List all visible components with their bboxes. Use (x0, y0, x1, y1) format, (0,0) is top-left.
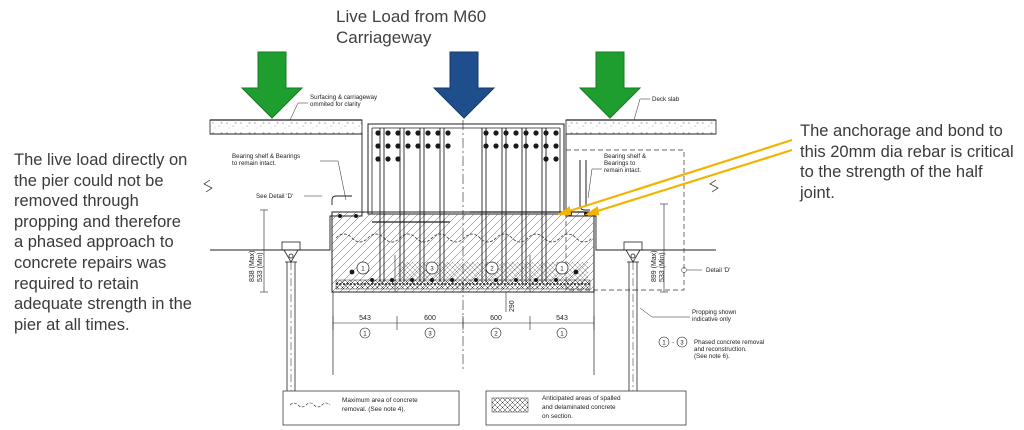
rebar-callout-lines (556, 138, 793, 216)
blue-arrow-center-icon (432, 51, 496, 119)
legend-right-1: Anticipated areas of spalled (542, 395, 621, 402)
green-arrow-right-icon (578, 51, 642, 119)
phased-circle-b: 3 (680, 340, 684, 347)
bearing-right-2: Bearings to (604, 160, 636, 167)
dim-left-min: 533 (Min) (257, 252, 264, 282)
legend-right-3: on section. (542, 413, 573, 420)
surfacing-note-2: ommited for clarity (310, 101, 361, 108)
phased-circle-a: 1 (662, 340, 666, 347)
detail-right-label: Detail 'D' (706, 267, 730, 274)
section-phase-labels: 1 3 2 1 (356, 261, 569, 275)
dim-right-max: 899 (Max) (651, 250, 658, 282)
bottom-dim-1: 543 (359, 315, 371, 322)
phased-note-1: Phased concrete removal (694, 339, 764, 346)
bearing-left-1: Bearing shelf & Bearings (232, 153, 300, 160)
bearing-right-3: remain intact. (604, 167, 641, 174)
bottom-dim-2: 600 (424, 315, 436, 322)
dim-290: 290 (509, 300, 516, 312)
legend-left-1: Maximum area of concrete (342, 397, 418, 404)
bottom-phase-2: 3 (428, 331, 432, 338)
right-note: The anchorage and bond to this 20mm dia … (800, 122, 1014, 202)
bearing-right-1: Bearing shelf & (604, 153, 647, 160)
surfacing-note-1: Surfacing & carriageway (310, 94, 378, 101)
green-arrow-left-icon (240, 51, 304, 119)
deck-slab-left (209, 119, 363, 135)
bottom-phase-3: 2 (494, 331, 498, 338)
bearing-left-2: to remain intact. (232, 160, 276, 167)
phased-note-3: (See note 6). (694, 353, 730, 360)
detail-left-label: See Detail 'D' (256, 193, 293, 200)
slide-title: Live Load from M60 Carriageway (336, 6, 486, 48)
propping-note-1: Propping shown (692, 309, 737, 316)
legend-right-2: and delaminated concrete (542, 404, 616, 411)
dim-left-max: 838 (Max) (249, 250, 256, 282)
section-phase-3: 3 (430, 266, 434, 273)
propping-note-2: indicative only (692, 316, 732, 323)
section-phase-1a: 1 (361, 266, 365, 273)
phased-dash: - (672, 340, 674, 347)
deck-slab-right (565, 119, 717, 135)
section-phase-2: 2 (490, 266, 494, 273)
bottom-phase-1: 1 (363, 331, 367, 338)
bottom-phase-4: 1 (560, 331, 564, 338)
deck-slab-label: Deck slab (652, 96, 680, 103)
bottom-dimensions: 543 600 600 543 1 3 2 1 (359, 315, 568, 339)
bottom-dim-4: 543 (556, 315, 568, 322)
title-line-2: Carriageway (336, 28, 432, 47)
bottom-dim-3: 600 (490, 315, 502, 322)
dim-right-min: 533 (Min) (659, 252, 666, 282)
legend-left-2: removal. (See note 4). (342, 406, 405, 413)
left-note: The live load directly on the pier could… (14, 151, 192, 334)
section-phase-1b: 1 (560, 266, 564, 273)
phased-note-2: and reconstruction. (694, 346, 747, 353)
title-line-1: Live Load from M60 (336, 7, 487, 26)
legend: Maximum area of concrete removal. (See n… (282, 390, 687, 426)
pier-section (331, 120, 595, 370)
